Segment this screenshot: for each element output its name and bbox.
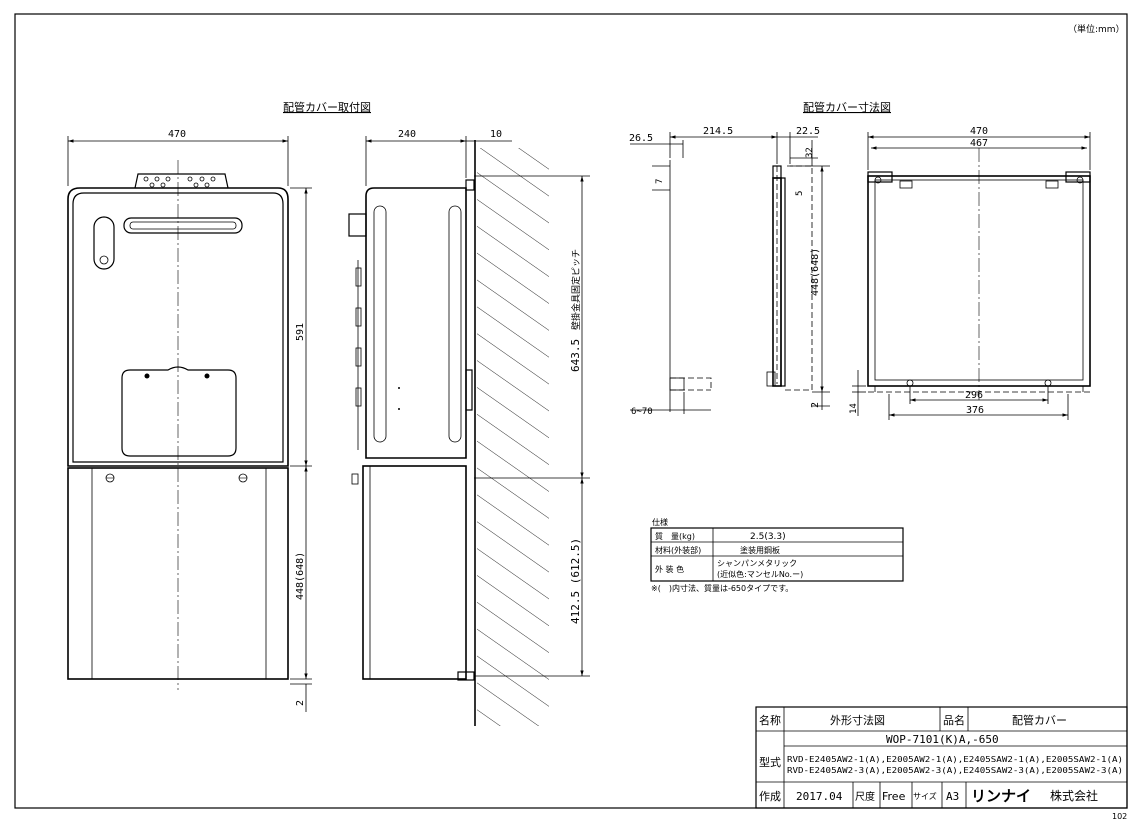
size-value: A3 xyxy=(946,790,959,803)
size-label: サイズ xyxy=(913,791,937,801)
front-view: 470 591 448(648) 2 xyxy=(67,129,312,712)
cover-view-title: 配管カバー寸法図 xyxy=(803,100,891,114)
company-suffix: 株式会社 xyxy=(1050,788,1098,803)
name-value: 外形寸法図 xyxy=(830,713,885,727)
cover-front-467-dim: 467 xyxy=(970,138,988,149)
unit-note: （単位:mm） xyxy=(1068,23,1125,35)
side-depth-dim: 240 xyxy=(398,129,416,140)
spec-row-2-label: 材料(外装部) xyxy=(655,545,701,555)
model-main: WOP-7101(K)A,-650 xyxy=(886,733,999,746)
cover-front-470-dim: 470 xyxy=(970,126,988,137)
wall-gap-dim: 10 xyxy=(490,129,502,140)
cover-7-dim: 7 xyxy=(655,179,665,184)
title-block: 名称 外形寸法図 品名 配管カバー 型式 WOP-7101(K)A,-650 R… xyxy=(755,706,1128,809)
cover-32-dim: 32 xyxy=(805,147,815,158)
front-width-dim: 470 xyxy=(168,129,186,140)
brand-name: リンナイ xyxy=(971,787,1031,805)
side-view: 240 10 643.5 壁掛金具固定ピッチ 412.5 (612.5) xyxy=(348,129,590,726)
cover-left-dim: 26.5 xyxy=(629,133,653,144)
made-label: 作成 xyxy=(759,790,781,803)
spec-table: 仕様 質 量(kg) 2.5(3.3) 材料(外装部) 塗装用鋼板 外 装 色 … xyxy=(650,517,904,593)
cover-depth-dim: 214.5 xyxy=(703,126,733,137)
cover-front-14-dim: 14 xyxy=(849,403,859,414)
cover-right-dim: 22.5 xyxy=(796,126,820,137)
spec-row-1-label: 質 量(kg) xyxy=(655,531,695,541)
cover-5-dim: 5 xyxy=(795,191,805,196)
cover-2-dim: 2 xyxy=(810,402,821,408)
spec-note: ※( )内寸法、質量は-650タイプです。 xyxy=(651,583,793,593)
model-label: 型式 xyxy=(759,755,781,769)
pitch-dim: 643.5 xyxy=(569,339,582,372)
cover-front-376-dim: 376 xyxy=(966,405,984,416)
front-height-dim: 591 xyxy=(295,323,306,341)
cover-6-70-dim: 6~70 xyxy=(631,407,653,417)
spec-row-3-value2: (近似色:マンセルNo.ー) xyxy=(717,569,803,579)
model-line-2: RVD-E2405AW2-3(A),E2005AW2-3(A),E2405SAW… xyxy=(787,765,1123,775)
spec-row-2-value: 塗装用鋼板 xyxy=(740,545,780,555)
front-bottom-dim: 2 xyxy=(295,700,306,706)
mounting-view-title: 配管カバー取付図 xyxy=(283,100,371,114)
page-number: 102 xyxy=(1112,812,1127,821)
scale-value: Free xyxy=(882,790,906,803)
pitch-label: 壁掛金具固定ピッチ xyxy=(570,249,582,330)
cover-height-dim: 448(648) xyxy=(810,248,821,296)
cover-front-296-dim: 296 xyxy=(965,390,983,401)
spec-row-1-value: 2.5(3.3) xyxy=(750,532,786,542)
sheet-border xyxy=(14,13,1128,809)
cover-side-view: 26.5 214.5 22.5 32 5 448(648) 2 7 6~70 xyxy=(629,126,830,417)
scale-label: 尺度 xyxy=(855,790,875,803)
item-label: 品名 xyxy=(943,713,965,727)
lower-pitch-dim: 412.5 (612.5) xyxy=(569,538,582,624)
cover-front-view: 470 467 296 376 14 xyxy=(849,126,1091,420)
spec-heading: 仕様 xyxy=(652,517,668,527)
item-value: 配管カバー xyxy=(1012,713,1067,727)
spec-row-3-value: シャンパンメタリック xyxy=(717,559,797,568)
model-line-1: RVD-E2405AW2-1(A),E2005AW2-1(A),E2405SAW… xyxy=(787,754,1123,764)
spec-row-3-label: 外 装 色 xyxy=(655,564,684,574)
front-lower-dim: 448(648) xyxy=(295,552,306,600)
made-value: 2017.04 xyxy=(796,790,843,803)
name-label: 名称 xyxy=(759,713,781,727)
